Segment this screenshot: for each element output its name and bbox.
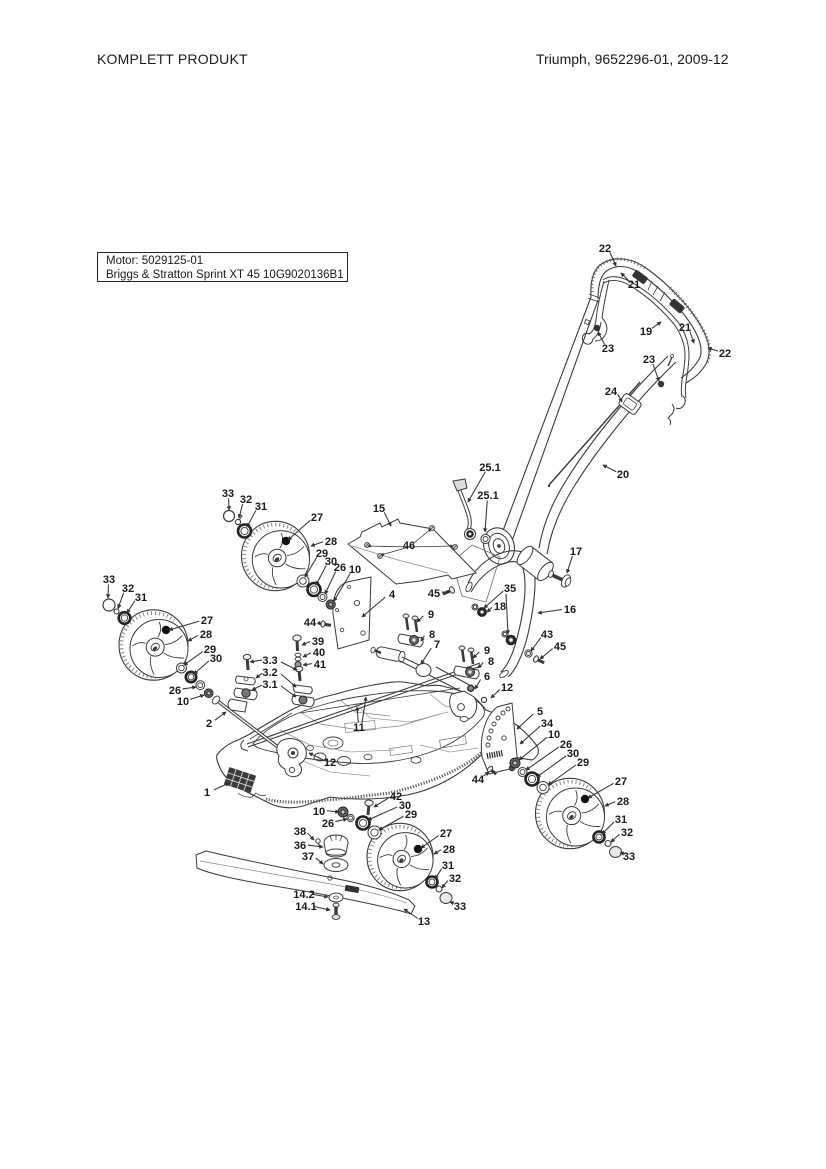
svg-text:45: 45 [428,588,440,600]
svg-text:8: 8 [429,629,435,641]
svg-text:25.1: 25.1 [479,462,500,474]
svg-text:12: 12 [501,682,513,694]
svg-text:27: 27 [201,615,213,627]
svg-text:7: 7 [434,639,440,651]
svg-text:10: 10 [548,729,560,741]
svg-text:31: 31 [135,592,147,604]
svg-text:2: 2 [206,718,212,730]
svg-text:30: 30 [325,556,337,568]
svg-text:10: 10 [177,696,189,708]
svg-text:30: 30 [210,653,222,665]
svg-text:19: 19 [640,326,652,338]
svg-text:22: 22 [719,348,731,360]
svg-text:18: 18 [494,601,506,613]
svg-text:17: 17 [570,546,582,558]
svg-text:14.1: 14.1 [295,901,316,913]
svg-text:26: 26 [322,818,334,830]
svg-text:22: 22 [599,243,611,255]
svg-text:13: 13 [418,916,430,928]
svg-text:38: 38 [294,826,306,838]
svg-text:37: 37 [302,851,314,863]
svg-text:29: 29 [204,644,216,656]
svg-text:15: 15 [373,503,385,515]
svg-text:25.1: 25.1 [477,490,498,502]
svg-text:9: 9 [484,645,490,657]
svg-text:1: 1 [204,787,210,799]
svg-text:11: 11 [353,722,365,734]
svg-text:41: 41 [314,659,326,671]
svg-text:39: 39 [312,636,324,648]
svg-text:28: 28 [443,844,455,856]
svg-text:27: 27 [615,776,627,788]
svg-text:33: 33 [454,901,466,913]
svg-text:31: 31 [442,860,454,872]
svg-text:28: 28 [617,796,629,808]
svg-text:27: 27 [311,512,323,524]
svg-text:43: 43 [541,629,553,641]
svg-text:24: 24 [605,386,618,398]
svg-text:32: 32 [449,873,461,885]
svg-text:6: 6 [484,671,490,683]
svg-text:32: 32 [621,827,633,839]
svg-text:34: 34 [541,718,554,730]
svg-text:9: 9 [428,609,434,621]
svg-text:26: 26 [560,739,572,751]
svg-text:31: 31 [255,501,267,513]
svg-text:29: 29 [577,757,589,769]
svg-text:3.1: 3.1 [262,679,277,691]
svg-text:4: 4 [389,589,396,601]
svg-text:28: 28 [325,536,337,548]
svg-text:16: 16 [564,604,576,616]
svg-text:23: 23 [602,343,614,355]
svg-text:26: 26 [169,685,181,697]
svg-text:32: 32 [122,583,134,595]
svg-text:33: 33 [222,488,234,500]
svg-text:12: 12 [324,757,336,769]
svg-text:10: 10 [349,564,361,576]
svg-text:20: 20 [617,469,629,481]
svg-text:45: 45 [554,641,566,653]
svg-text:21: 21 [679,322,691,334]
svg-text:29: 29 [316,548,328,560]
svg-text:33: 33 [103,574,115,586]
svg-text:14.2: 14.2 [293,889,314,901]
svg-text:3.3: 3.3 [262,655,277,667]
svg-text:30: 30 [567,748,579,760]
svg-text:36: 36 [294,840,306,852]
svg-text:28: 28 [200,629,212,641]
svg-text:35: 35 [504,583,516,595]
svg-text:30: 30 [399,800,411,812]
svg-text:8: 8 [488,656,494,668]
svg-text:31: 31 [615,814,627,826]
svg-text:44: 44 [304,617,317,629]
svg-text:29: 29 [405,809,417,821]
svg-text:27: 27 [440,828,452,840]
svg-text:42: 42 [390,791,402,803]
svg-text:33: 33 [623,851,635,863]
svg-text:32: 32 [240,494,252,506]
svg-text:3.2: 3.2 [262,667,277,679]
svg-text:5: 5 [537,706,543,718]
svg-text:40: 40 [313,647,325,659]
svg-text:10: 10 [313,806,325,818]
svg-text:44: 44 [472,774,485,786]
svg-text:23: 23 [643,354,655,366]
svg-text:21: 21 [628,279,640,291]
svg-text:26: 26 [334,562,346,574]
svg-text:46: 46 [403,540,415,552]
